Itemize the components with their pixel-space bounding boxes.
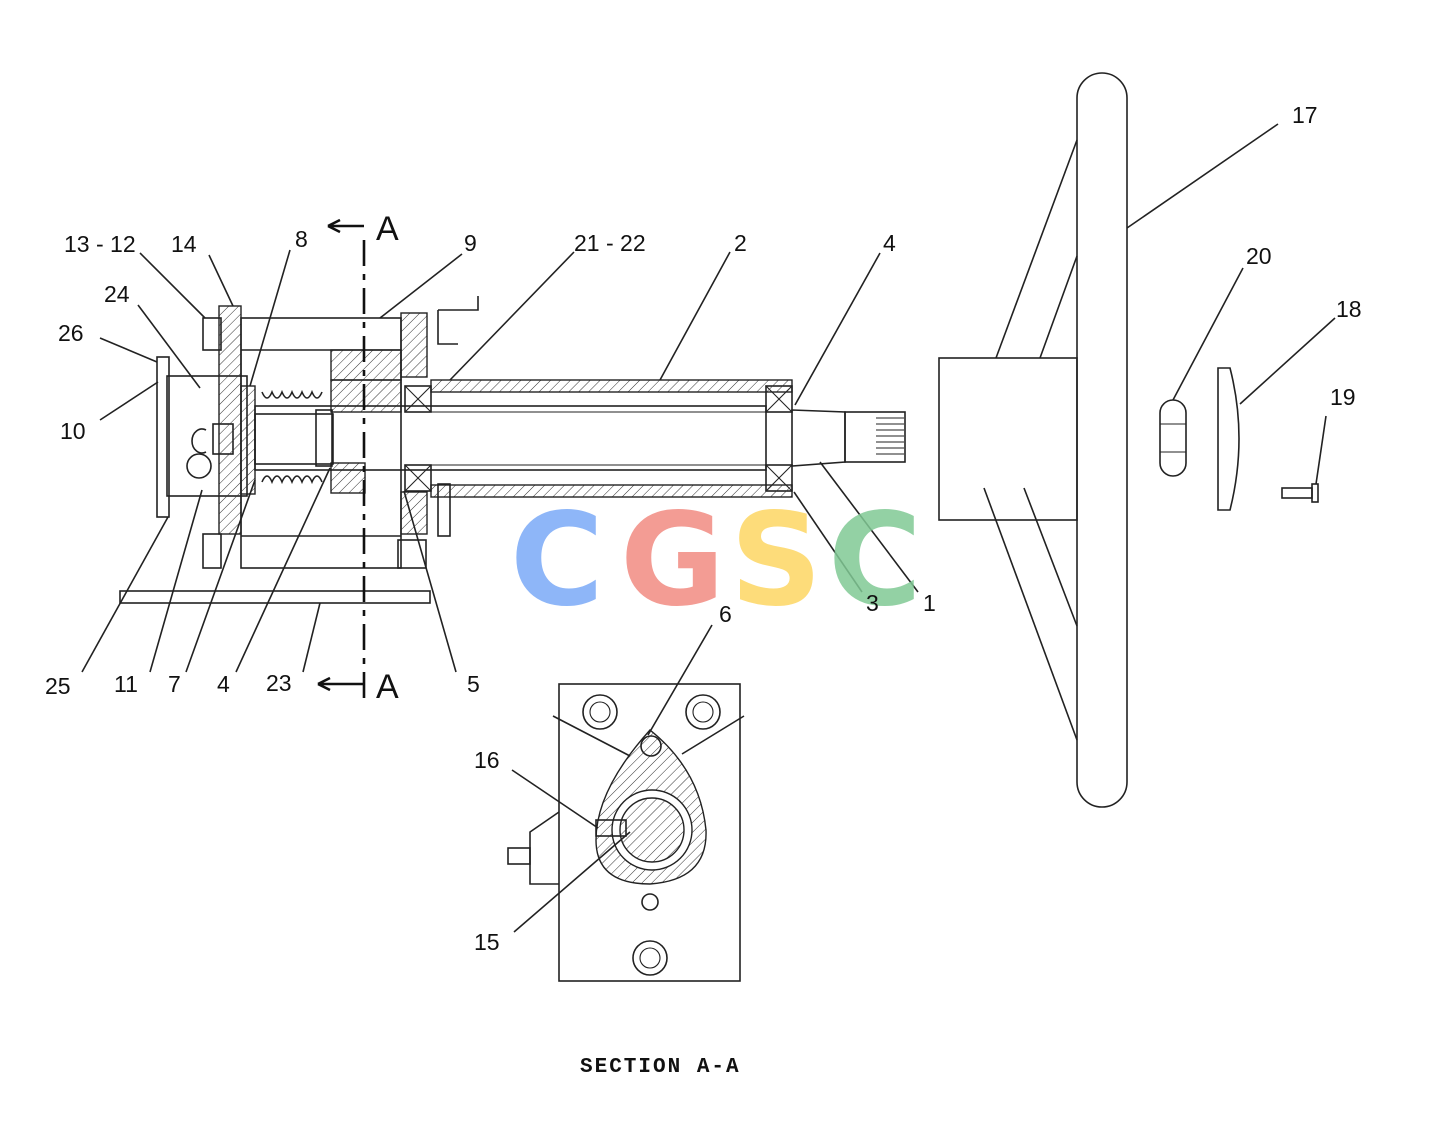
flange-bolt-bottom <box>202 533 222 569</box>
steering-wheel <box>938 72 1128 808</box>
section-mark-bottom: A <box>376 668 399 706</box>
callout-11: 11 <box>114 671 138 697</box>
watermark-letter-4: C <box>828 486 922 635</box>
callout-7: 7 <box>168 671 181 697</box>
lock-plunger <box>254 413 334 465</box>
base-plate <box>119 590 431 604</box>
lock-pin <box>595 819 627 837</box>
upper-spring <box>261 389 323 399</box>
section-arrow-top <box>327 218 364 234</box>
callout-24: 24 <box>104 281 130 307</box>
wheel-spoke-upper <box>995 139 1078 359</box>
horn-cap <box>1217 367 1240 511</box>
callout-13-12: 13 - 12 <box>64 231 136 257</box>
callout-18: 18 <box>1336 296 1362 322</box>
section-mark-top: A <box>376 210 399 248</box>
mounting-flange <box>218 305 242 535</box>
wheel-hub <box>938 357 1078 521</box>
callout-6: 6 <box>719 601 732 627</box>
callout-19: 19 <box>1330 384 1356 410</box>
section-a-a-view <box>507 683 745 982</box>
steering-shaft <box>254 405 767 471</box>
callout-4-bottom: 4 <box>217 671 230 697</box>
cap-screw <box>1281 483 1319 503</box>
lower-spring <box>261 475 323 485</box>
callout-20: 20 <box>1246 243 1272 269</box>
flange-bolt-top <box>202 317 222 351</box>
watermark-letter-2: G <box>620 486 725 635</box>
callout-2: 2 <box>734 230 747 256</box>
column-flange-top <box>400 312 428 378</box>
lock-collar <box>240 385 256 495</box>
upper-sleeve <box>330 349 402 381</box>
callout-10: 10 <box>60 418 86 444</box>
housing-end-plate <box>156 356 170 518</box>
shaft-taper <box>791 409 846 467</box>
steering-column-assembly <box>119 218 906 698</box>
wheel-rim <box>1076 72 1128 808</box>
bracket <box>437 296 479 345</box>
watermark-letter-1: C <box>510 486 604 635</box>
column-tube-top-wall <box>430 379 793 393</box>
shaft-cross-section <box>619 797 685 863</box>
callout-21-22: 21 - 22 <box>574 230 646 256</box>
leader-lines <box>81 123 1336 933</box>
watermark: C G S C <box>510 486 922 635</box>
callout-26: 26 <box>58 320 84 346</box>
watermark-letter-3: S <box>730 486 822 635</box>
callout-16: 16 <box>474 747 500 773</box>
bearing-left-bottom <box>404 464 432 492</box>
section-bolt-1 <box>582 694 618 730</box>
column-tube-bottom-wall <box>430 484 793 498</box>
callout-25: 25 <box>45 673 71 699</box>
cam-pin <box>640 735 662 757</box>
wheel-nut <box>1159 399 1187 477</box>
section-bolt-3 <box>632 940 668 976</box>
callout-3: 3 <box>866 590 879 616</box>
callout-17: 17 <box>1292 102 1318 128</box>
callout-4-top: 4 <box>883 230 896 256</box>
section-bolt-2 <box>685 694 721 730</box>
side-switch <box>529 811 560 885</box>
callout-5: 5 <box>467 671 480 697</box>
bearing-left-top <box>404 385 432 413</box>
shaft-spline <box>844 411 906 463</box>
callout-8: 8 <box>295 226 308 252</box>
callout-23: 23 <box>266 670 292 696</box>
section-spring-wires <box>552 715 745 757</box>
callout-9: 9 <box>464 230 477 256</box>
section-plate <box>558 683 741 982</box>
callout-15: 15 <box>474 929 500 955</box>
wheel-spoke-lower <box>983 487 1078 741</box>
section-caption: SECTION A-A <box>580 1056 741 1079</box>
section-arrow-bottom <box>317 676 364 692</box>
callout-labels: 13 - 12 14 8 9 21 - 22 2 4 17 20 18 19 2… <box>45 102 1362 1079</box>
callout-14: 14 <box>171 231 197 257</box>
housing-bolt-hole <box>186 453 212 479</box>
callout-1: 1 <box>923 590 936 616</box>
